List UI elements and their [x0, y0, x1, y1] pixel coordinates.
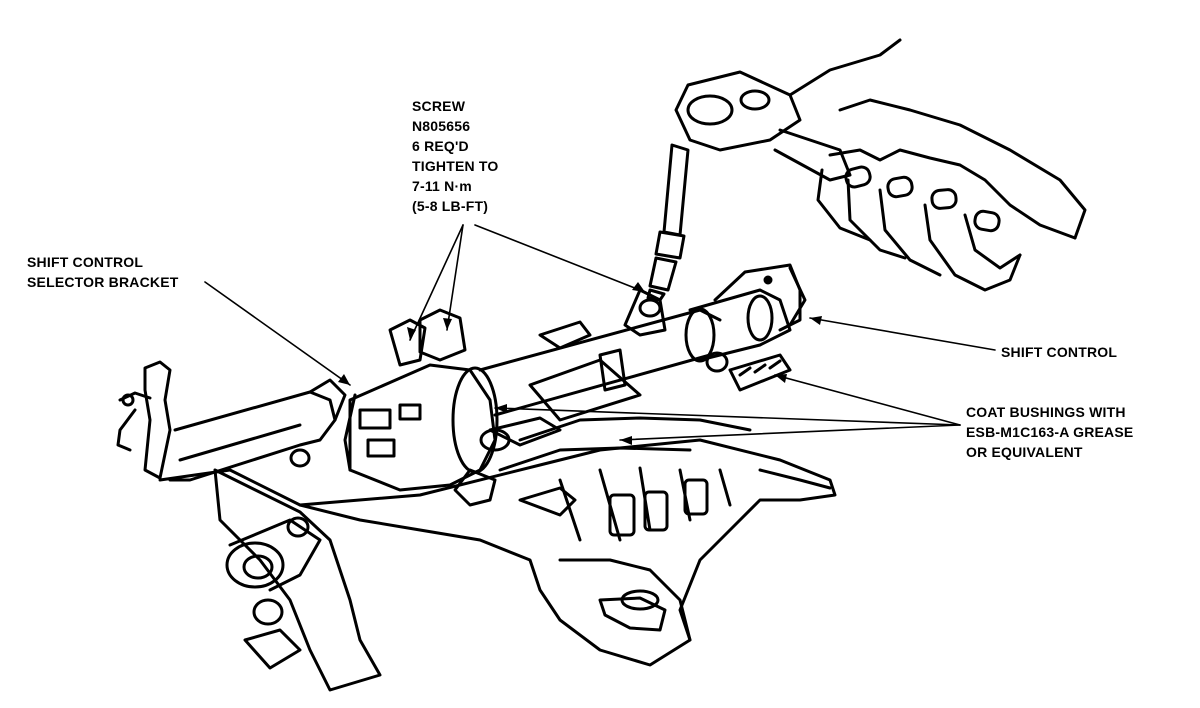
screw-callout-line: TIGHTEN TO [412, 158, 499, 174]
selector-bracket-callout-line: SHIFT CONTROL [27, 254, 144, 270]
leader-bushings-3 [494, 407, 961, 426]
bushings-callout-line: OR EQUIVALENT [966, 444, 1083, 460]
bushings-callout: COAT BUSHINGS WITH ESB-M1C163-A GREASE O… [966, 402, 1133, 462]
shift-control-callout-line: SHIFT CONTROL [1001, 344, 1118, 360]
leader-lines [204, 224, 996, 441]
column-casting [158, 416, 837, 692]
leader-screw-1 [409, 224, 464, 341]
bushings-callout-line: ESB-M1C163-A GREASE [966, 424, 1134, 440]
selector-bracket-plate [116, 360, 347, 482]
arrowheads [338, 282, 822, 445]
screw-callout-line: (5-8 LB-FT) [412, 198, 489, 214]
leader-shift-control [809, 317, 996, 351]
screw-callout-line: 6 REQ'D [412, 138, 469, 154]
ratchet-and-hand [646, 38, 1087, 302]
selector-housing [343, 308, 511, 507]
leader-bracket [204, 281, 351, 386]
screw-callout: SCREW N805656 6 REQ'D TIGHTEN TO 7-11 N·… [412, 96, 499, 216]
leader-screw-2 [446, 224, 464, 331]
shift-control-callout: SHIFT CONTROL [1001, 342, 1117, 362]
leader-bushings-1 [774, 374, 961, 426]
screw-callout-line: 7-11 N·m [412, 178, 472, 194]
leader-bushings-2 [619, 424, 961, 441]
selector-bracket-callout: SHIFT CONTROL SELECTOR BRACKET [27, 252, 179, 292]
bushings-callout-line: COAT BUSHINGS WITH [966, 404, 1126, 420]
selector-bracket-callout-line: SELECTOR BRACKET [27, 274, 179, 290]
shift-tube [478, 307, 722, 422]
leader-screw-3 [474, 224, 646, 293]
screw-callout-line: N805656 [412, 118, 471, 134]
shift-control-lever [623, 263, 807, 392]
screw-callout-line: SCREW [412, 98, 466, 114]
